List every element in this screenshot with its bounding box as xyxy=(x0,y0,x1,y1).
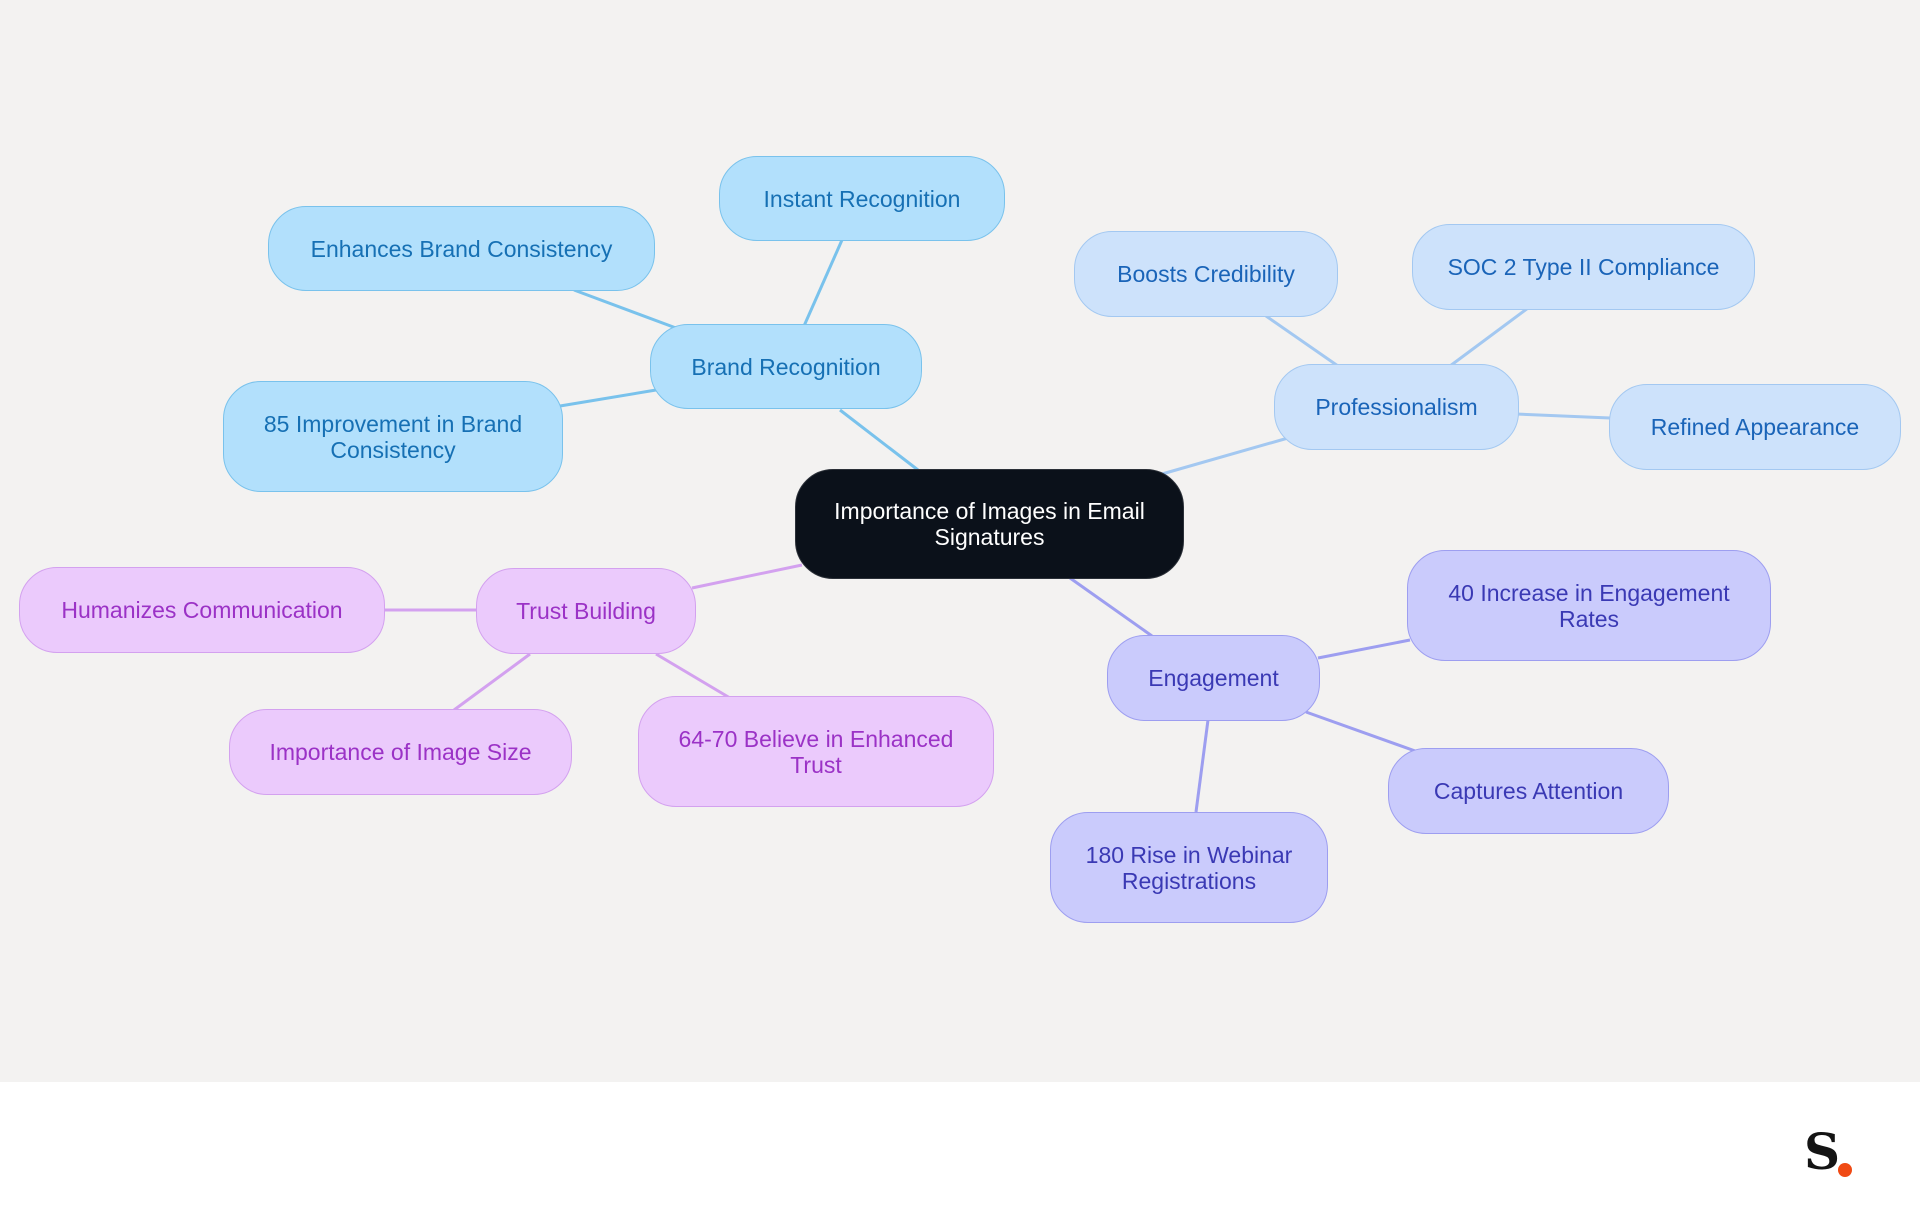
leaf-refined-appearance-label: Refined Appearance xyxy=(1650,414,1860,440)
leaf-64-70-trust-label: 64-70 Believe in Enhanced Trust xyxy=(678,725,954,778)
leaf-instant-recognition: Instant Recognition xyxy=(719,156,1005,241)
mind-map-canvas: Importance of Images in Email Signatures… xyxy=(0,0,1920,1082)
branch-trust-building: Trust Building xyxy=(476,568,696,654)
edge-prof-soc2 xyxy=(1449,306,1529,368)
leaf-40-increase-label: 40 Increase in Engagement Rates xyxy=(1448,579,1730,632)
edge-root-brand xyxy=(839,408,919,472)
connector-lines xyxy=(384,239,1611,813)
leaf-180-rise: 180 Rise in Webinar Registrations xyxy=(1050,812,1328,923)
edge-root-professionalism xyxy=(1161,436,1289,476)
root-node-label: Importance of Images in Email Signatures xyxy=(834,498,1145,550)
leaf-humanizes-communication: Humanizes Communication xyxy=(19,567,385,653)
leaf-boosts-credibility-label: Boosts Credibility xyxy=(1117,261,1295,287)
leaf-humanizes-communication-label: Humanizes Communication xyxy=(61,597,343,623)
branch-engagement: Engagement xyxy=(1107,635,1320,721)
branch-brand-recognition: Brand Recognition xyxy=(650,324,922,409)
edge-trust-image-size xyxy=(453,652,531,712)
leaf-soc2-compliance: SOC 2 Type II Compliance xyxy=(1412,224,1755,310)
branch-trust-building-label: Trust Building xyxy=(516,598,656,624)
leaf-180-rise-label: 180 Rise in Webinar Registrations xyxy=(1085,841,1293,894)
leaf-captures-attention-label: Captures Attention xyxy=(1433,778,1624,804)
leaf-importance-of-image-size-label: Importance of Image Size xyxy=(269,739,532,765)
edge-brand-85 xyxy=(559,388,657,408)
logo-letter: S xyxy=(1804,1122,1841,1181)
root-node: Importance of Images in Email Signatures xyxy=(795,469,1184,579)
brand-logo-icon: S xyxy=(1804,1122,1856,1181)
edge-trust-64 xyxy=(655,652,731,700)
edge-brand-instant xyxy=(802,239,844,327)
leaf-enhances-brand-consistency: Enhances Brand Consistency xyxy=(268,206,655,291)
logo-dot xyxy=(1838,1163,1852,1177)
leaf-40-increase: 40 Increase in Engagement Rates xyxy=(1407,550,1771,661)
branch-engagement-label: Engagement xyxy=(1148,665,1279,691)
edge-brand-consistency xyxy=(573,288,677,330)
edge-prof-credibility xyxy=(1265,314,1339,368)
edge-prof-refined xyxy=(1515,412,1611,420)
branch-brand-recognition-label: Brand Recognition xyxy=(691,353,881,380)
branch-professionalism-label: Professionalism xyxy=(1315,394,1478,420)
leaf-85-improvement: 85 Improvement in Brand Consistency xyxy=(223,381,563,492)
edge-eng-40 xyxy=(1317,638,1411,660)
leaf-captures-attention: Captures Attention xyxy=(1388,748,1669,834)
leaf-64-70-trust: 64-70 Believe in Enhanced Trust xyxy=(638,696,994,807)
leaf-refined-appearance: Refined Appearance xyxy=(1609,384,1901,470)
branch-professionalism: Professionalism xyxy=(1274,364,1519,450)
leaf-boosts-credibility: Boosts Credibility xyxy=(1074,231,1338,317)
leaf-85-improvement-label: 85 Improvement in Brand Consistency xyxy=(263,410,523,463)
leaf-soc2-compliance-label: SOC 2 Type II Compliance xyxy=(1447,254,1720,280)
edge-root-trust xyxy=(691,563,803,590)
edge-eng-180 xyxy=(1194,719,1210,813)
leaf-instant-recognition-label: Instant Recognition xyxy=(763,185,961,212)
leaf-enhances-brand-consistency-label: Enhances Brand Consistency xyxy=(310,235,613,262)
footer-bar xyxy=(0,1082,1920,1215)
leaf-importance-of-image-size: Importance of Image Size xyxy=(229,709,572,795)
edge-eng-captures xyxy=(1305,710,1419,754)
edge-root-engagement xyxy=(1069,576,1153,638)
